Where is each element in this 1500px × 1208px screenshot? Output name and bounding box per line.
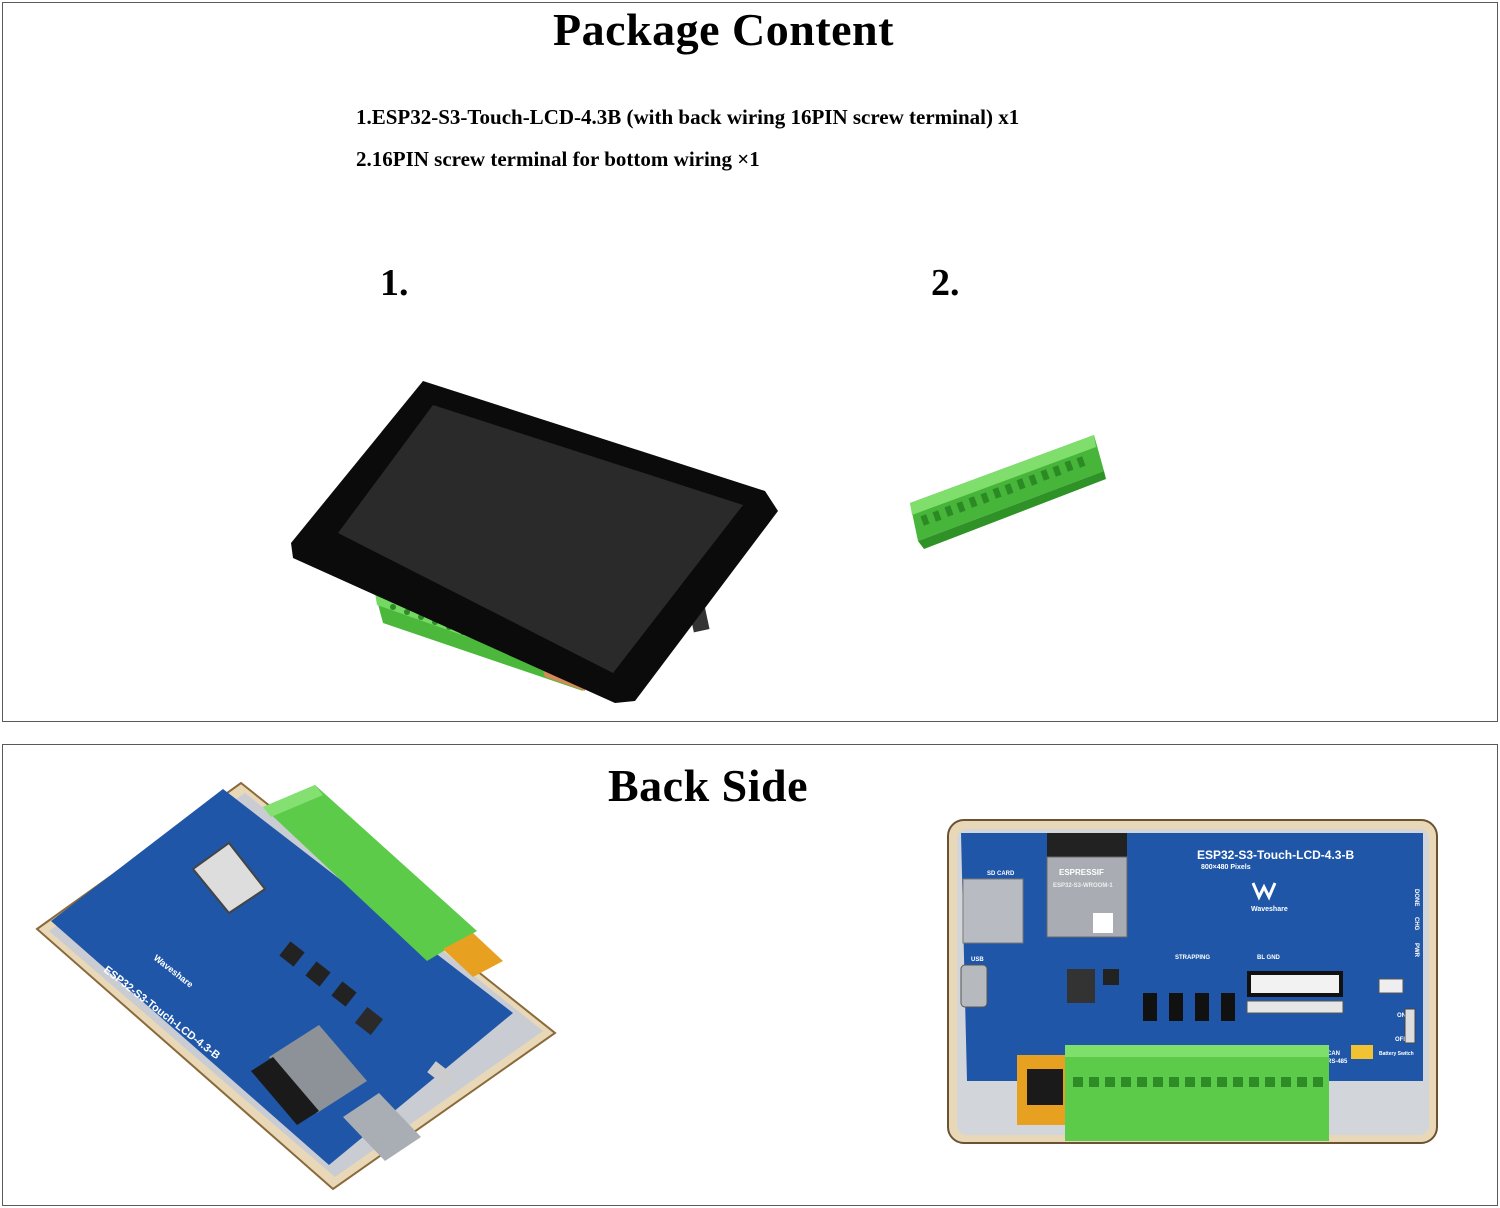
- resolution: 800×480 Pixels: [1201, 864, 1251, 871]
- brand-name: Waveshare: [1251, 906, 1288, 913]
- module-brand: ESPRESSIF: [1059, 868, 1104, 877]
- strapping-label: STRAPPING: [1175, 955, 1210, 961]
- pwr-label: PWR: [1413, 943, 1419, 958]
- package-content-title: Package Content: [553, 4, 894, 55]
- image-number-2: 2.: [931, 262, 960, 304]
- screw-terminal-image: [910, 435, 1106, 549]
- board-angled-image: ESP32-S3-Touch-LCD-4.3-B Waveshare: [35, 781, 557, 1191]
- can-label: CAN: [1327, 1051, 1340, 1057]
- waveshare-logo-icon: [1251, 882, 1277, 901]
- bl-gnd-label: BL GND: [1257, 955, 1281, 961]
- done-label: DONE: [1413, 889, 1419, 906]
- module-model: ESP32-S3-WROOM-1: [1053, 883, 1113, 889]
- package-item-1: 1.ESP32-S3-Touch-LCD-4.3B (with back wir…: [356, 105, 1020, 129]
- board-name: ESP32-S3-Touch-LCD-4.3-B: [1197, 848, 1354, 862]
- lcd-display-image: [291, 381, 778, 703]
- chg-label: CHG: [1413, 917, 1419, 931]
- package-item-2: 2.16PIN screw terminal for bottom wiring…: [356, 147, 760, 171]
- back-side-panel: Back Side ESP32-S3-Touch-LCD-4.3-B Waves…: [2, 744, 1498, 1206]
- on-label: ON: [1397, 1013, 1406, 1019]
- battery-switch-label: Battery Switch: [1379, 1051, 1414, 1057]
- image-number-1: 1.: [380, 262, 409, 304]
- usb-label: USB: [971, 957, 984, 963]
- package-content-panel: Package Content 1.ESP32-S3-Touch-LCD-4.3…: [2, 2, 1498, 722]
- board-flat-image: ESPRESSIF ESP32-S3-WROOM-1 ESP32-S3-Touc…: [947, 819, 1438, 1144]
- back-side-title: Back Side: [608, 760, 809, 811]
- sd-card-label: SD CARD: [987, 871, 1015, 877]
- rs485-label: RS-485: [1327, 1059, 1348, 1065]
- off-label: OFF: [1395, 1037, 1407, 1043]
